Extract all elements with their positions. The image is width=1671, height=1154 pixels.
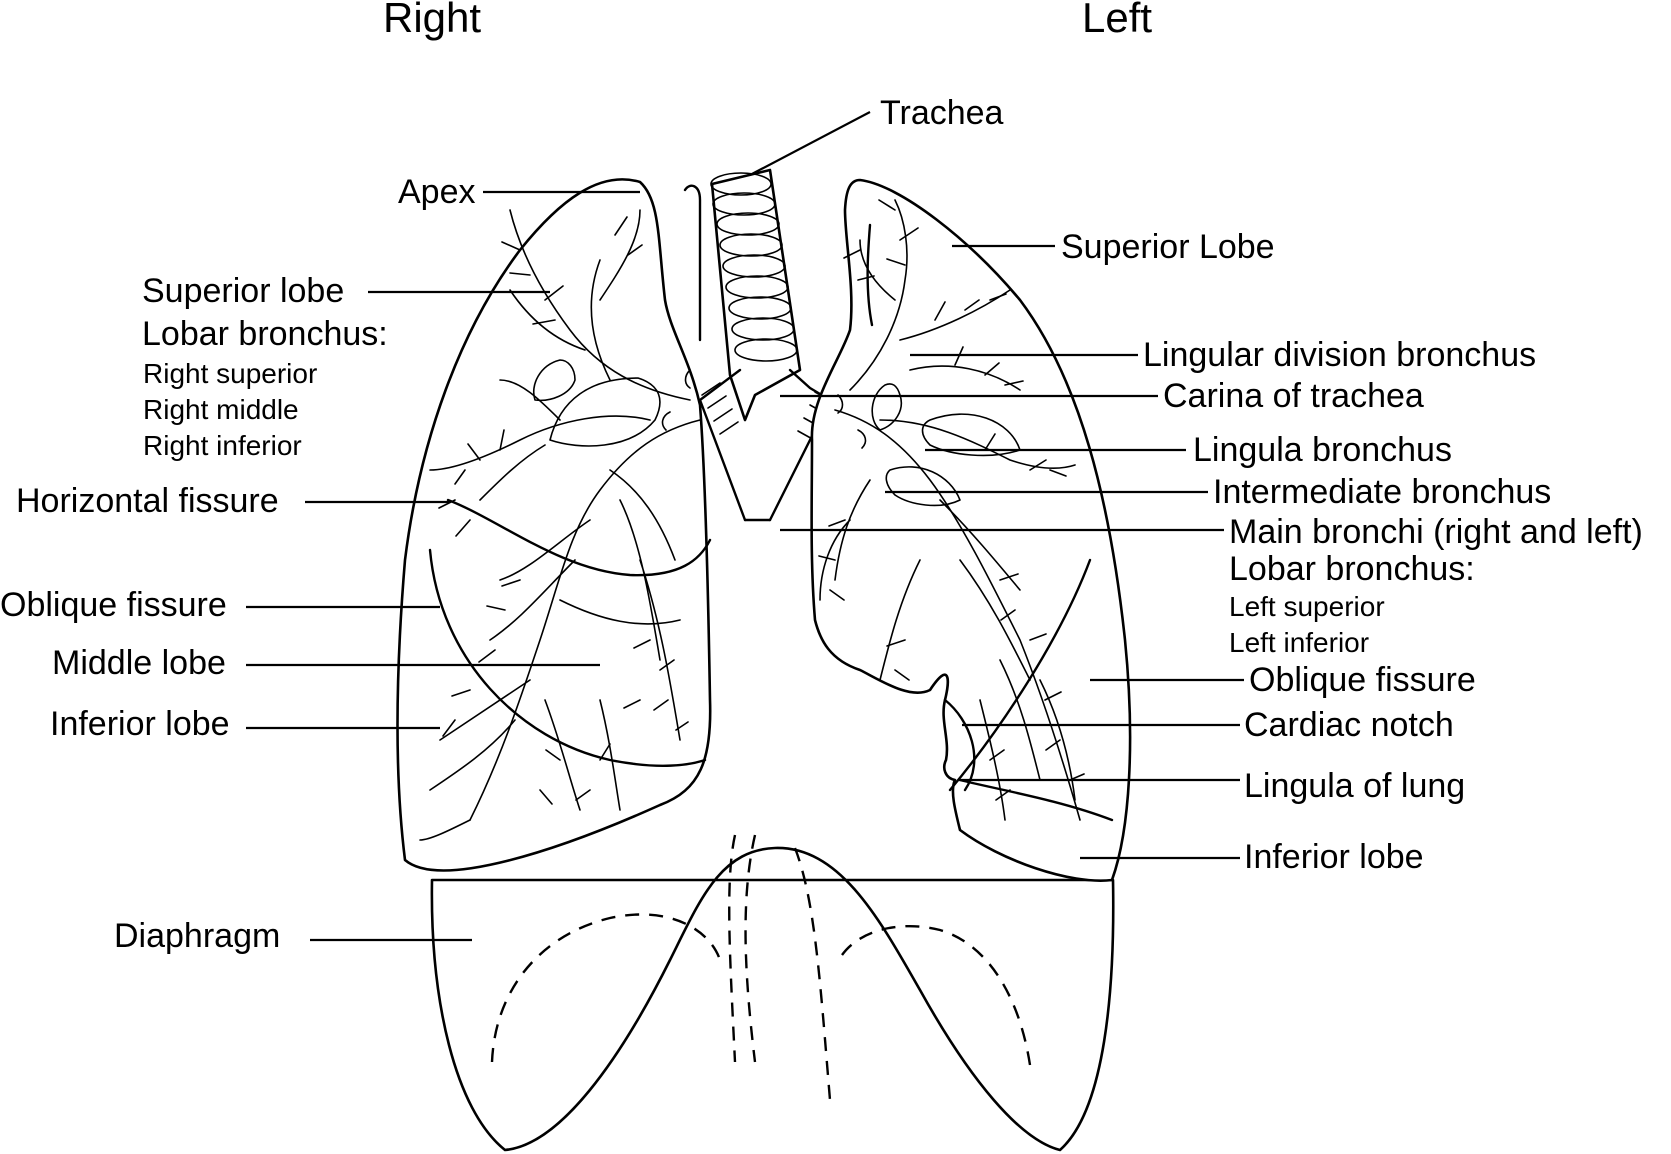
- label-middle-lobe: Middle lobe: [52, 644, 226, 682]
- label-lingular-division-bronchus: Lingular division bronchus: [1143, 336, 1536, 374]
- label-left-inferior: Left inferior: [1229, 627, 1369, 658]
- label-left-superior: Left superior: [1229, 591, 1385, 622]
- label-superior-lobe-left: Superior Lobe: [1061, 228, 1275, 266]
- label-lingula-of-lung: Lingula of lung: [1244, 767, 1465, 805]
- heading-left: Left: [1082, 0, 1152, 41]
- label-superior-lobe-right: Superior lobe: [142, 272, 344, 310]
- labels-right: Apex Superior lobe Lobar bronchus: Right…: [0, 173, 476, 955]
- label-trachea: Trachea: [880, 94, 1004, 132]
- leader-lines-left: [749, 111, 1244, 860]
- label-inferior-lobe-right: Inferior lobe: [50, 705, 230, 743]
- right-lung: [396, 178, 712, 872]
- leader-lines-right: [246, 190, 640, 942]
- right-bronchial-tree: [419, 209, 701, 841]
- label-oblique-fissure-right: Oblique fissure: [0, 586, 227, 624]
- label-lingula-bronchus: Lingula bronchus: [1193, 431, 1452, 469]
- label-horizontal-fissure: Horizontal fissure: [16, 482, 279, 520]
- labels-left: Trachea Superior Lobe Lingular division …: [880, 94, 1643, 876]
- label-main-bronchi: Main bronchi (right and left): [1229, 513, 1643, 551]
- label-right-middle: Right middle: [143, 394, 299, 425]
- label-lobar-bronchus-right: Lobar bronchus:: [142, 315, 388, 353]
- label-intermediate-bronchus: Intermediate bronchus: [1213, 473, 1551, 511]
- label-lobar-bronchus-left: Lobar bronchus:: [1229, 550, 1475, 588]
- label-carina-of-trachea: Carina of trachea: [1163, 377, 1424, 415]
- label-apex: Apex: [398, 173, 476, 211]
- label-inferior-lobe-left: Inferior lobe: [1244, 838, 1424, 876]
- label-oblique-fissure-left: Oblique fissure: [1249, 661, 1476, 699]
- diaphragm: [430, 834, 1115, 1152]
- label-right-superior: Right superior: [143, 358, 317, 389]
- label-diaphragm: Diaphragm: [114, 917, 280, 955]
- label-cardiac-notch: Cardiac notch: [1244, 706, 1454, 744]
- trachea: [698, 168, 834, 522]
- heading-right: Right: [383, 0, 481, 41]
- label-right-inferior: Right inferior: [143, 430, 302, 461]
